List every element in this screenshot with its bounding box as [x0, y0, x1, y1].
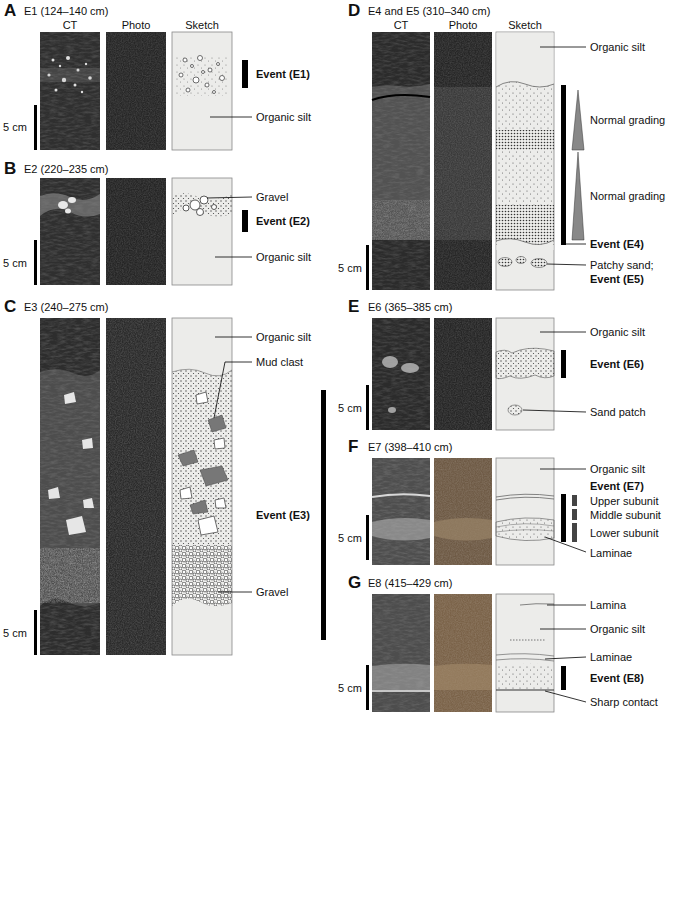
column-header: CT: [63, 18, 78, 32]
unit-label: Upper subunit: [590, 494, 659, 508]
unit-label: Gravel: [256, 585, 288, 599]
panel-a: [34, 32, 252, 150]
unit-label: Organic silt: [256, 110, 311, 124]
panel-e: [366, 318, 586, 430]
event-label: Event (E4): [590, 237, 644, 251]
panel-d: [366, 32, 586, 290]
panel-title: E2 (220–235 cm): [24, 162, 108, 176]
panel-letter: C: [4, 298, 16, 316]
scale-label: 5 cm: [3, 256, 27, 270]
unit-label: Organic silt: [256, 250, 311, 264]
panel-letter: D: [348, 2, 360, 20]
scale-label: 5 cm: [338, 261, 362, 275]
unit-label: Organic silt: [590, 462, 645, 476]
panel-b: [34, 178, 252, 285]
event-label: Event (E1): [256, 67, 310, 81]
column-header: Photo: [449, 18, 478, 32]
unit-label: Organic silt: [590, 622, 645, 636]
panel-title: E8 (415–429 cm): [368, 576, 452, 590]
scale-label: 5 cm: [338, 531, 362, 545]
unit-label: Lamina: [590, 598, 626, 612]
unit-label: Normal grading: [590, 189, 665, 203]
panel-title: E4 and E5 (310–340 cm): [368, 4, 490, 18]
scale-label: 5 cm: [3, 120, 27, 134]
panel-letter: F: [348, 438, 358, 456]
event-label: Event (E8): [590, 671, 644, 685]
unit-label: Laminae: [590, 650, 632, 664]
event-label: Event (E3): [256, 508, 310, 522]
panel-title: E1 (124–140 cm): [24, 4, 108, 18]
panel-title: E6 (365–385 cm): [368, 300, 452, 314]
unit-label: Patchy sand;: [590, 258, 654, 272]
column-header: Photo: [122, 18, 151, 32]
unit-label: Middle subunit: [590, 508, 661, 522]
unit-label: Sharp contact: [590, 695, 658, 709]
event-label: Event (E7): [590, 479, 644, 493]
unit-label: Laminae: [590, 546, 632, 560]
unit-label: Gravel: [256, 190, 288, 204]
event-label: Event (E6): [590, 357, 644, 371]
event-label: Event (E2): [256, 214, 310, 228]
unit-label: Organic silt: [590, 40, 645, 54]
column-header: Sketch: [185, 18, 219, 32]
panel-letter: B: [4, 160, 16, 178]
column-header: Sketch: [508, 18, 542, 32]
unit-label: Organic silt: [256, 330, 311, 344]
panel-title: E3 (240–275 cm): [24, 300, 108, 314]
panel-c: [34, 318, 326, 655]
unit-label: Lower subunit: [590, 526, 659, 540]
event-label: Event (E5): [590, 272, 644, 286]
panel-letter: E: [348, 298, 359, 316]
panel-letter: G: [348, 574, 361, 592]
unit-label: Sand patch: [590, 405, 646, 419]
scale-label: 5 cm: [338, 681, 362, 695]
column-header: CT: [394, 18, 409, 32]
unit-label: Normal grading: [590, 113, 665, 127]
panel-g: [366, 594, 586, 712]
panel-f: [366, 458, 586, 565]
unit-label: Organic silt: [590, 325, 645, 339]
unit-label: Mud clast: [256, 355, 303, 369]
panel-letter: A: [4, 2, 16, 20]
scale-label: 5 cm: [338, 401, 362, 415]
panel-title: E7 (398–410 cm): [368, 440, 452, 454]
scale-label: 5 cm: [3, 626, 27, 640]
